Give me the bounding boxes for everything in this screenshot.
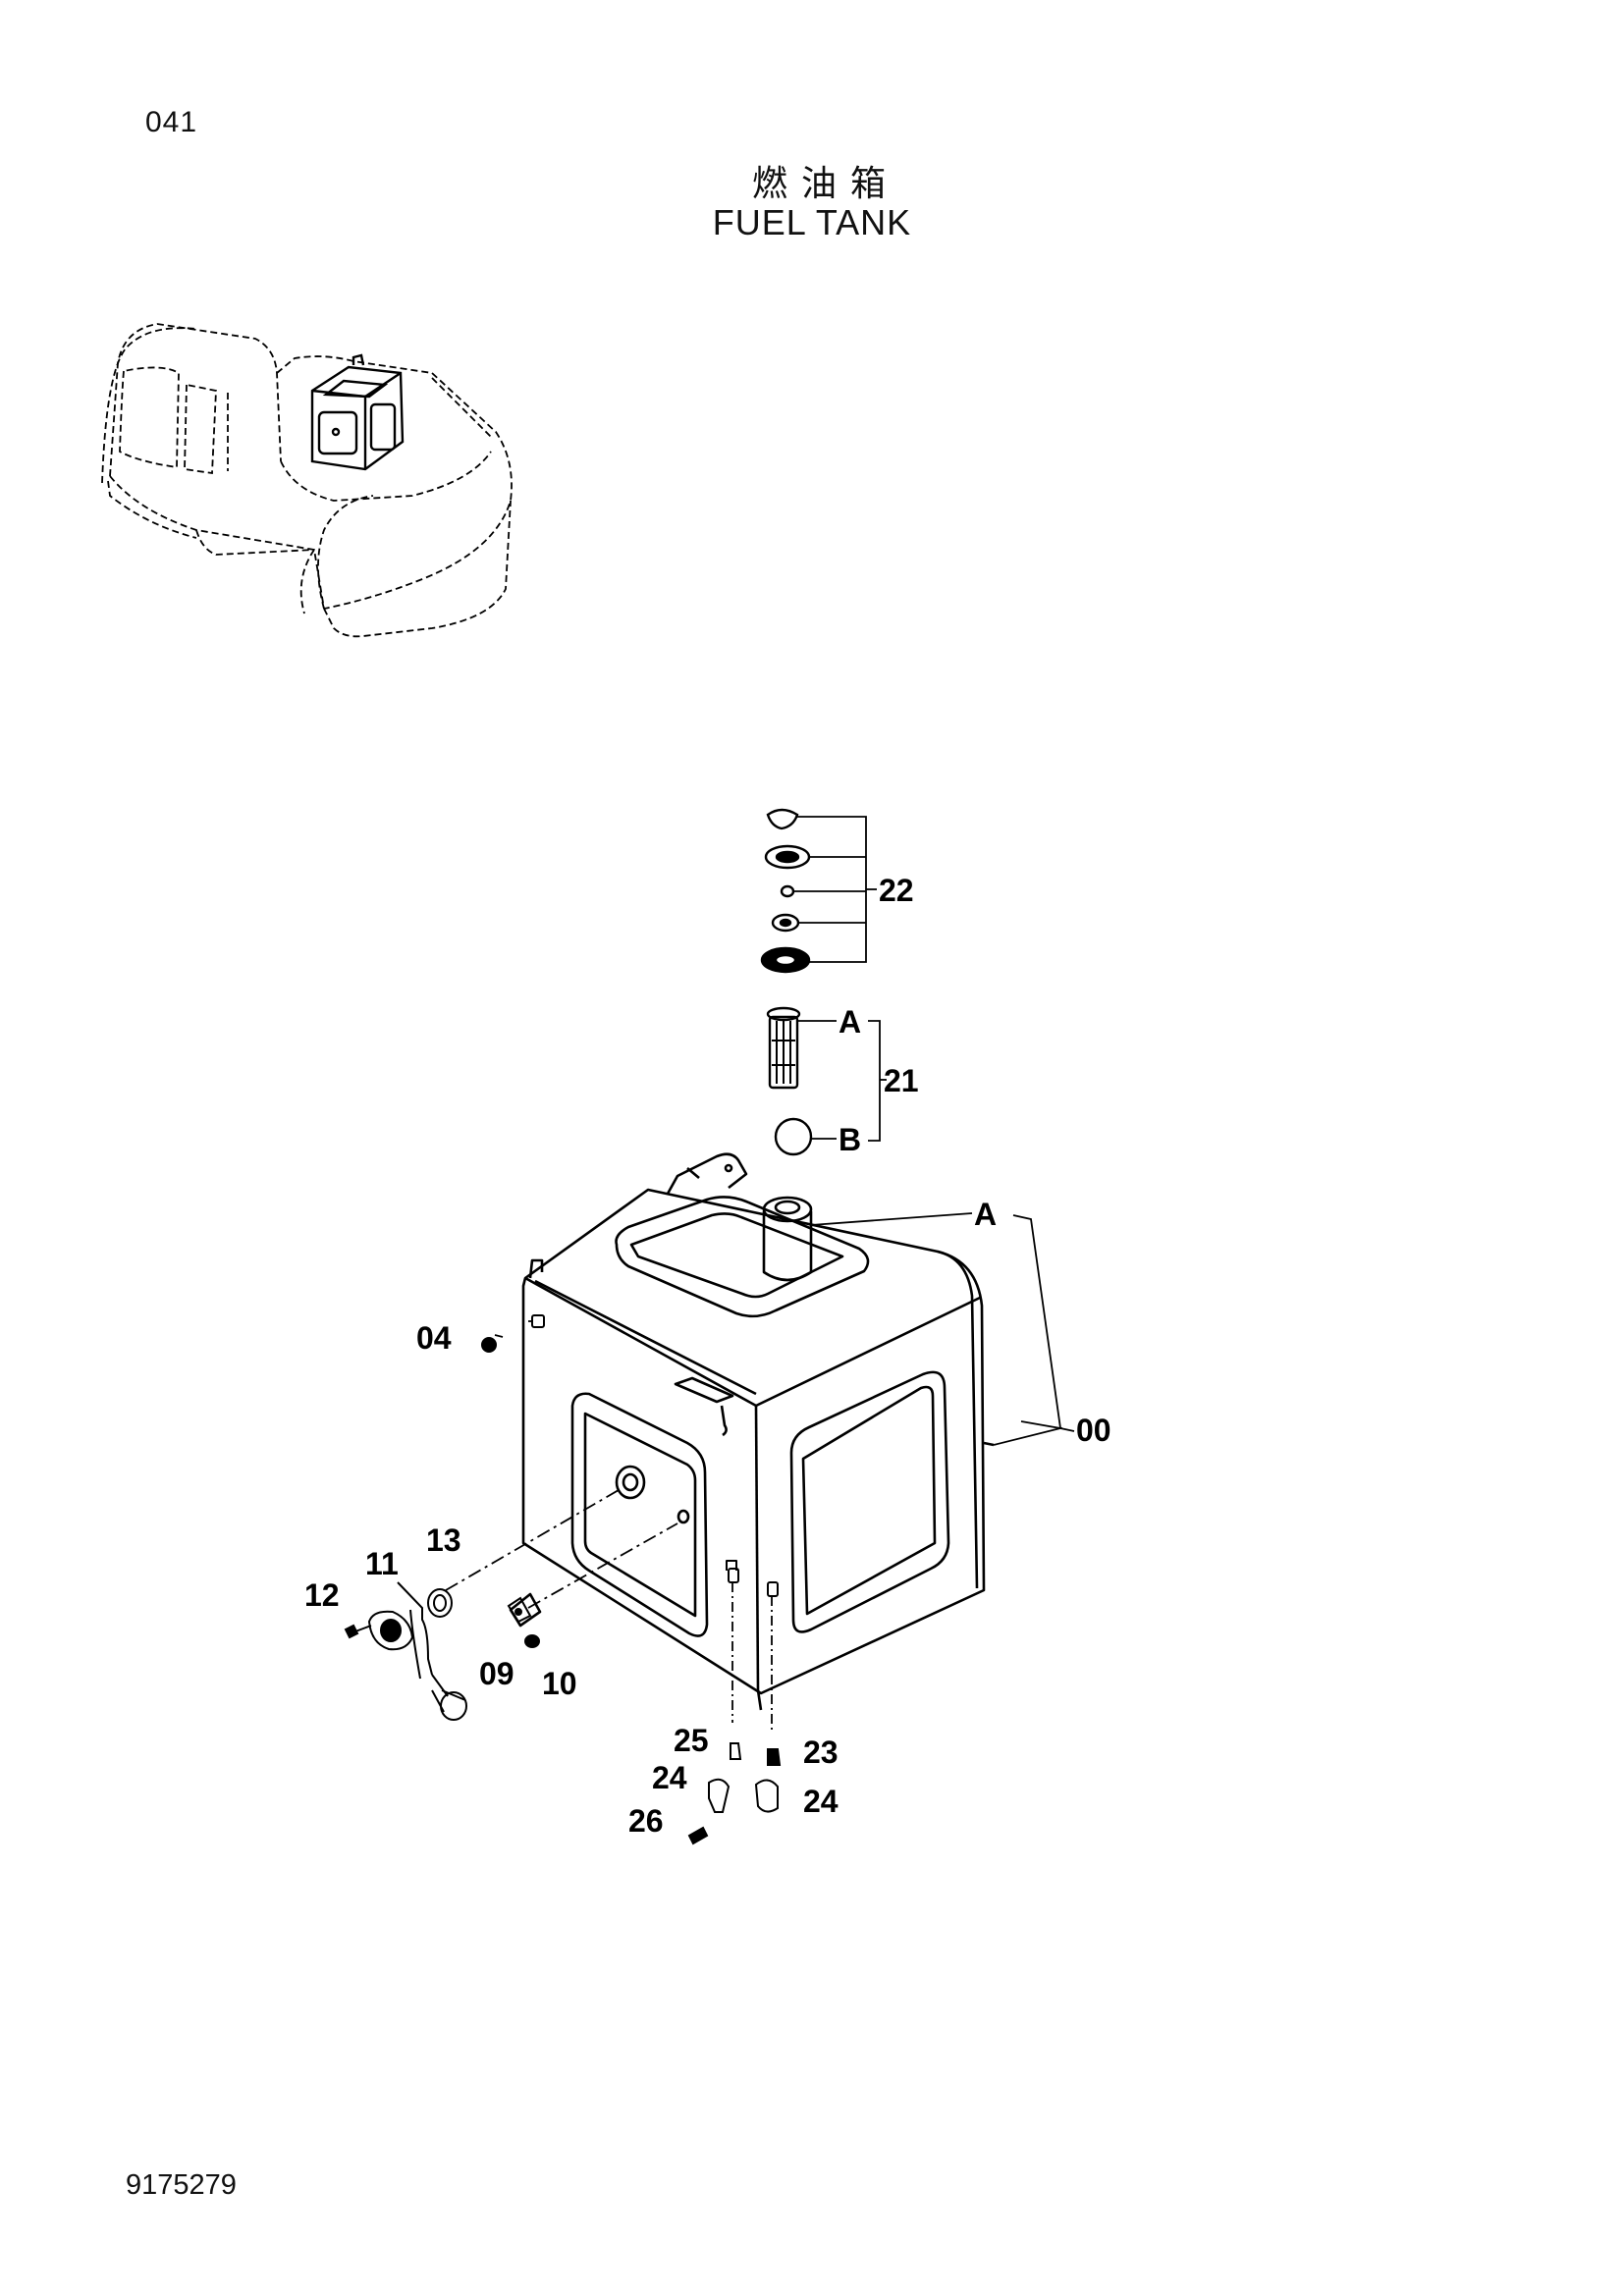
- callout-a-top: A: [839, 1004, 861, 1040]
- callout-11: 11: [365, 1546, 399, 1581]
- callout-04: 04: [416, 1320, 452, 1356]
- fuel-tank-assembly: [509, 1152, 995, 1711]
- callout-10: 10: [542, 1666, 577, 1701]
- title-english: FUEL TANK: [712, 202, 912, 242]
- filler-cap-stack: [760, 808, 813, 1156]
- callout-24-right: 24: [803, 1784, 839, 1819]
- callout-26: 26: [628, 1803, 664, 1839]
- callout-24-left: 24: [652, 1760, 687, 1795]
- callout-a-tank: A: [974, 1197, 997, 1232]
- callout-labels: 22 A 21 B A 00 04 13 11 12 09 10 25 23 2…: [304, 873, 1111, 1839]
- title-chinese: 燃油箱: [751, 164, 899, 204]
- callout-12: 12: [304, 1577, 340, 1613]
- callout-23: 23: [803, 1735, 839, 1770]
- callout-13: 13: [426, 1522, 461, 1558]
- callout-25: 25: [674, 1723, 709, 1758]
- callout-b: B: [839, 1122, 861, 1157]
- callout-21: 21: [884, 1063, 919, 1098]
- small-parts: [344, 1337, 782, 1845]
- leader-lines: [445, 816, 1075, 1733]
- callout-09: 09: [479, 1656, 514, 1691]
- callout-22: 22: [879, 873, 914, 908]
- callout-00: 00: [1076, 1413, 1111, 1448]
- page-number: 041: [145, 106, 198, 138]
- excavator-locator-illustration: [101, 323, 513, 638]
- document-code: 9175279: [126, 2169, 237, 2201]
